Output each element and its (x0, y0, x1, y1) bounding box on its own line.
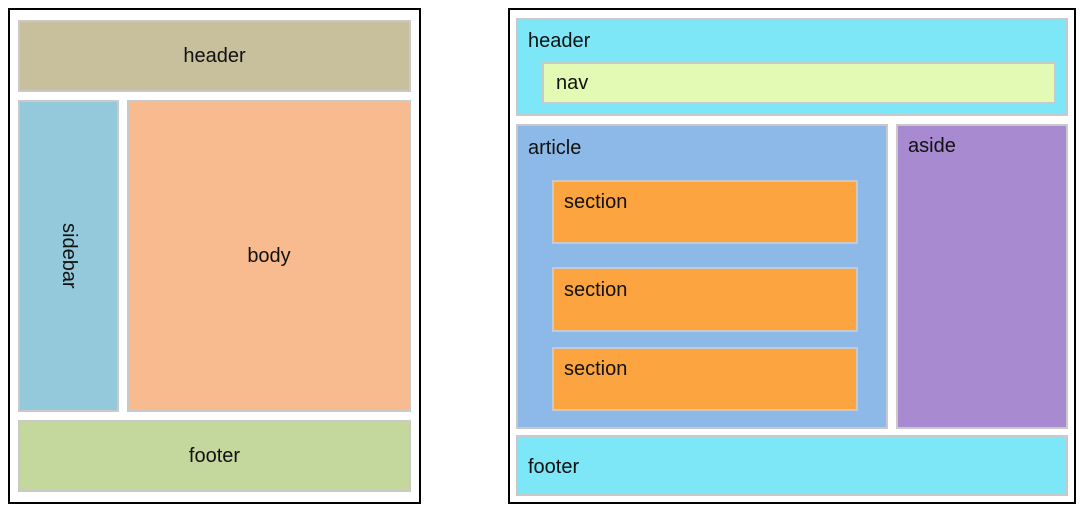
right-section-box: section (552, 267, 858, 332)
right-footer-box: footer (516, 435, 1068, 496)
right-section-box: section (552, 347, 858, 411)
left-sidebar-label: sidebar (58, 223, 80, 289)
left-body-box: body (127, 100, 411, 412)
left-layout-diagram: header sidebar body footer (8, 8, 421, 504)
right-section-label: section (564, 191, 628, 213)
left-footer-box: footer (18, 420, 411, 492)
right-header-box: header nav (516, 18, 1068, 116)
left-body-label: body (247, 244, 291, 267)
right-nav-box: nav (542, 62, 1056, 104)
right-section-label: section (564, 358, 628, 380)
right-nav-label: nav (556, 72, 589, 94)
left-footer-label: footer (188, 444, 241, 467)
right-header-label: header (528, 30, 591, 52)
right-article-box: article section section section (516, 124, 888, 429)
left-sidebar-box: sidebar (18, 100, 119, 412)
right-aside-box: aside (896, 124, 1068, 429)
right-layout-diagram: header nav article section section secti… (508, 8, 1076, 504)
right-article-label: article (528, 137, 582, 159)
right-aside-label: aside (908, 135, 956, 157)
left-header-box: header (18, 20, 411, 92)
right-section-label: section (564, 279, 628, 301)
right-footer-label: footer (528, 456, 580, 478)
left-header-label: header (183, 44, 246, 67)
right-section-box: section (552, 180, 858, 244)
